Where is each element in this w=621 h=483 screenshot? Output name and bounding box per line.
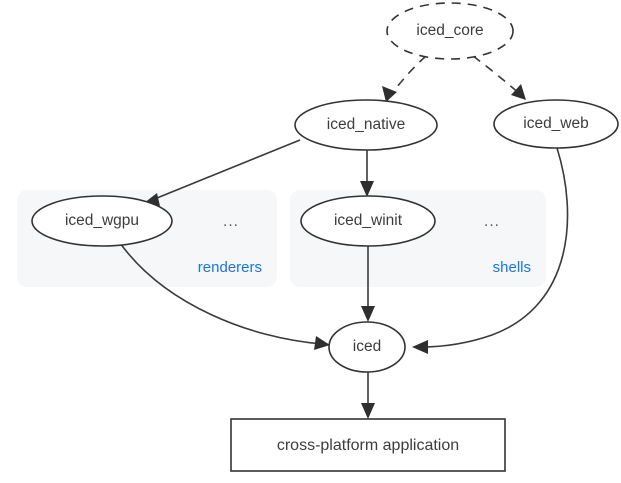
edge-core-to-web-arrowhead: [511, 84, 526, 100]
edge-iced-to-application: [361, 372, 375, 419]
shells-more-ellipsis: ...: [484, 213, 500, 230]
node-iced-native[interactable]: iced_native: [294, 99, 438, 151]
edge-core-to-native-line: [389, 55, 427, 97]
edge-core-to-native: [382, 55, 427, 102]
node-iced-web-shape[interactable]: [493, 99, 619, 149]
edge-web-to-iced-line: [420, 147, 569, 348]
edge-web-to-iced-arrowhead: [412, 340, 428, 354]
edge-wgpu-to-iced: [119, 242, 330, 350]
node-iced-web[interactable]: iced_web: [493, 99, 619, 149]
node-cross-platform-application[interactable]: cross-platform application: [230, 418, 506, 472]
edge-core-to-web-line: [472, 55, 522, 96]
node-iced-winit-shape[interactable]: [300, 195, 436, 247]
edge-native-to-wgpu-line: [151, 139, 301, 201]
node-iced-wgpu-shape[interactable]: [31, 195, 173, 247]
node-iced-web-label: iced_web: [523, 115, 589, 132]
node-cross-platform-application-shape[interactable]: [230, 418, 506, 472]
edge-core-to-native-arrowhead: [382, 86, 397, 102]
node-iced-core[interactable]: iced_core: [386, 2, 514, 60]
node-iced-label: iced: [353, 338, 381, 355]
edge-winit-to-iced: [361, 246, 375, 322]
edge-winit-to-iced-arrowhead: [361, 306, 375, 322]
node-iced-core-shape[interactable]: [386, 2, 514, 60]
node-cross-platform-application-label: cross-platform application: [277, 437, 459, 454]
node-iced-wgpu-label: iced_wgpu: [65, 212, 139, 229]
edge-iced-to-application-arrowhead: [361, 403, 375, 419]
node-iced-native-shape[interactable]: [294, 99, 438, 151]
node-iced-native-label: iced_native: [327, 116, 405, 133]
edge-native-to-winit-arrowhead: [360, 181, 374, 197]
edge-wgpu-to-iced-line: [119, 242, 323, 345]
node-iced-wgpu[interactable]: iced_wgpu: [31, 195, 173, 247]
group-shells-label: shells: [493, 259, 531, 276]
edge-core-to-web: [472, 55, 526, 100]
node-iced[interactable]: iced: [328, 321, 406, 373]
node-iced-shape[interactable]: [328, 321, 406, 373]
edge-native-to-winit: [360, 150, 374, 197]
node-iced-winit[interactable]: iced_winit: [300, 195, 436, 247]
edge-web-to-iced: [412, 147, 569, 354]
group-renderers-label: renderers: [198, 259, 262, 276]
node-iced-core-label: iced_core: [416, 22, 483, 39]
node-iced-winit-label: iced_winit: [334, 212, 403, 229]
renderers-more-ellipsis: ...: [223, 213, 239, 230]
edge-wgpu-to-iced-arrowhead: [314, 336, 330, 350]
